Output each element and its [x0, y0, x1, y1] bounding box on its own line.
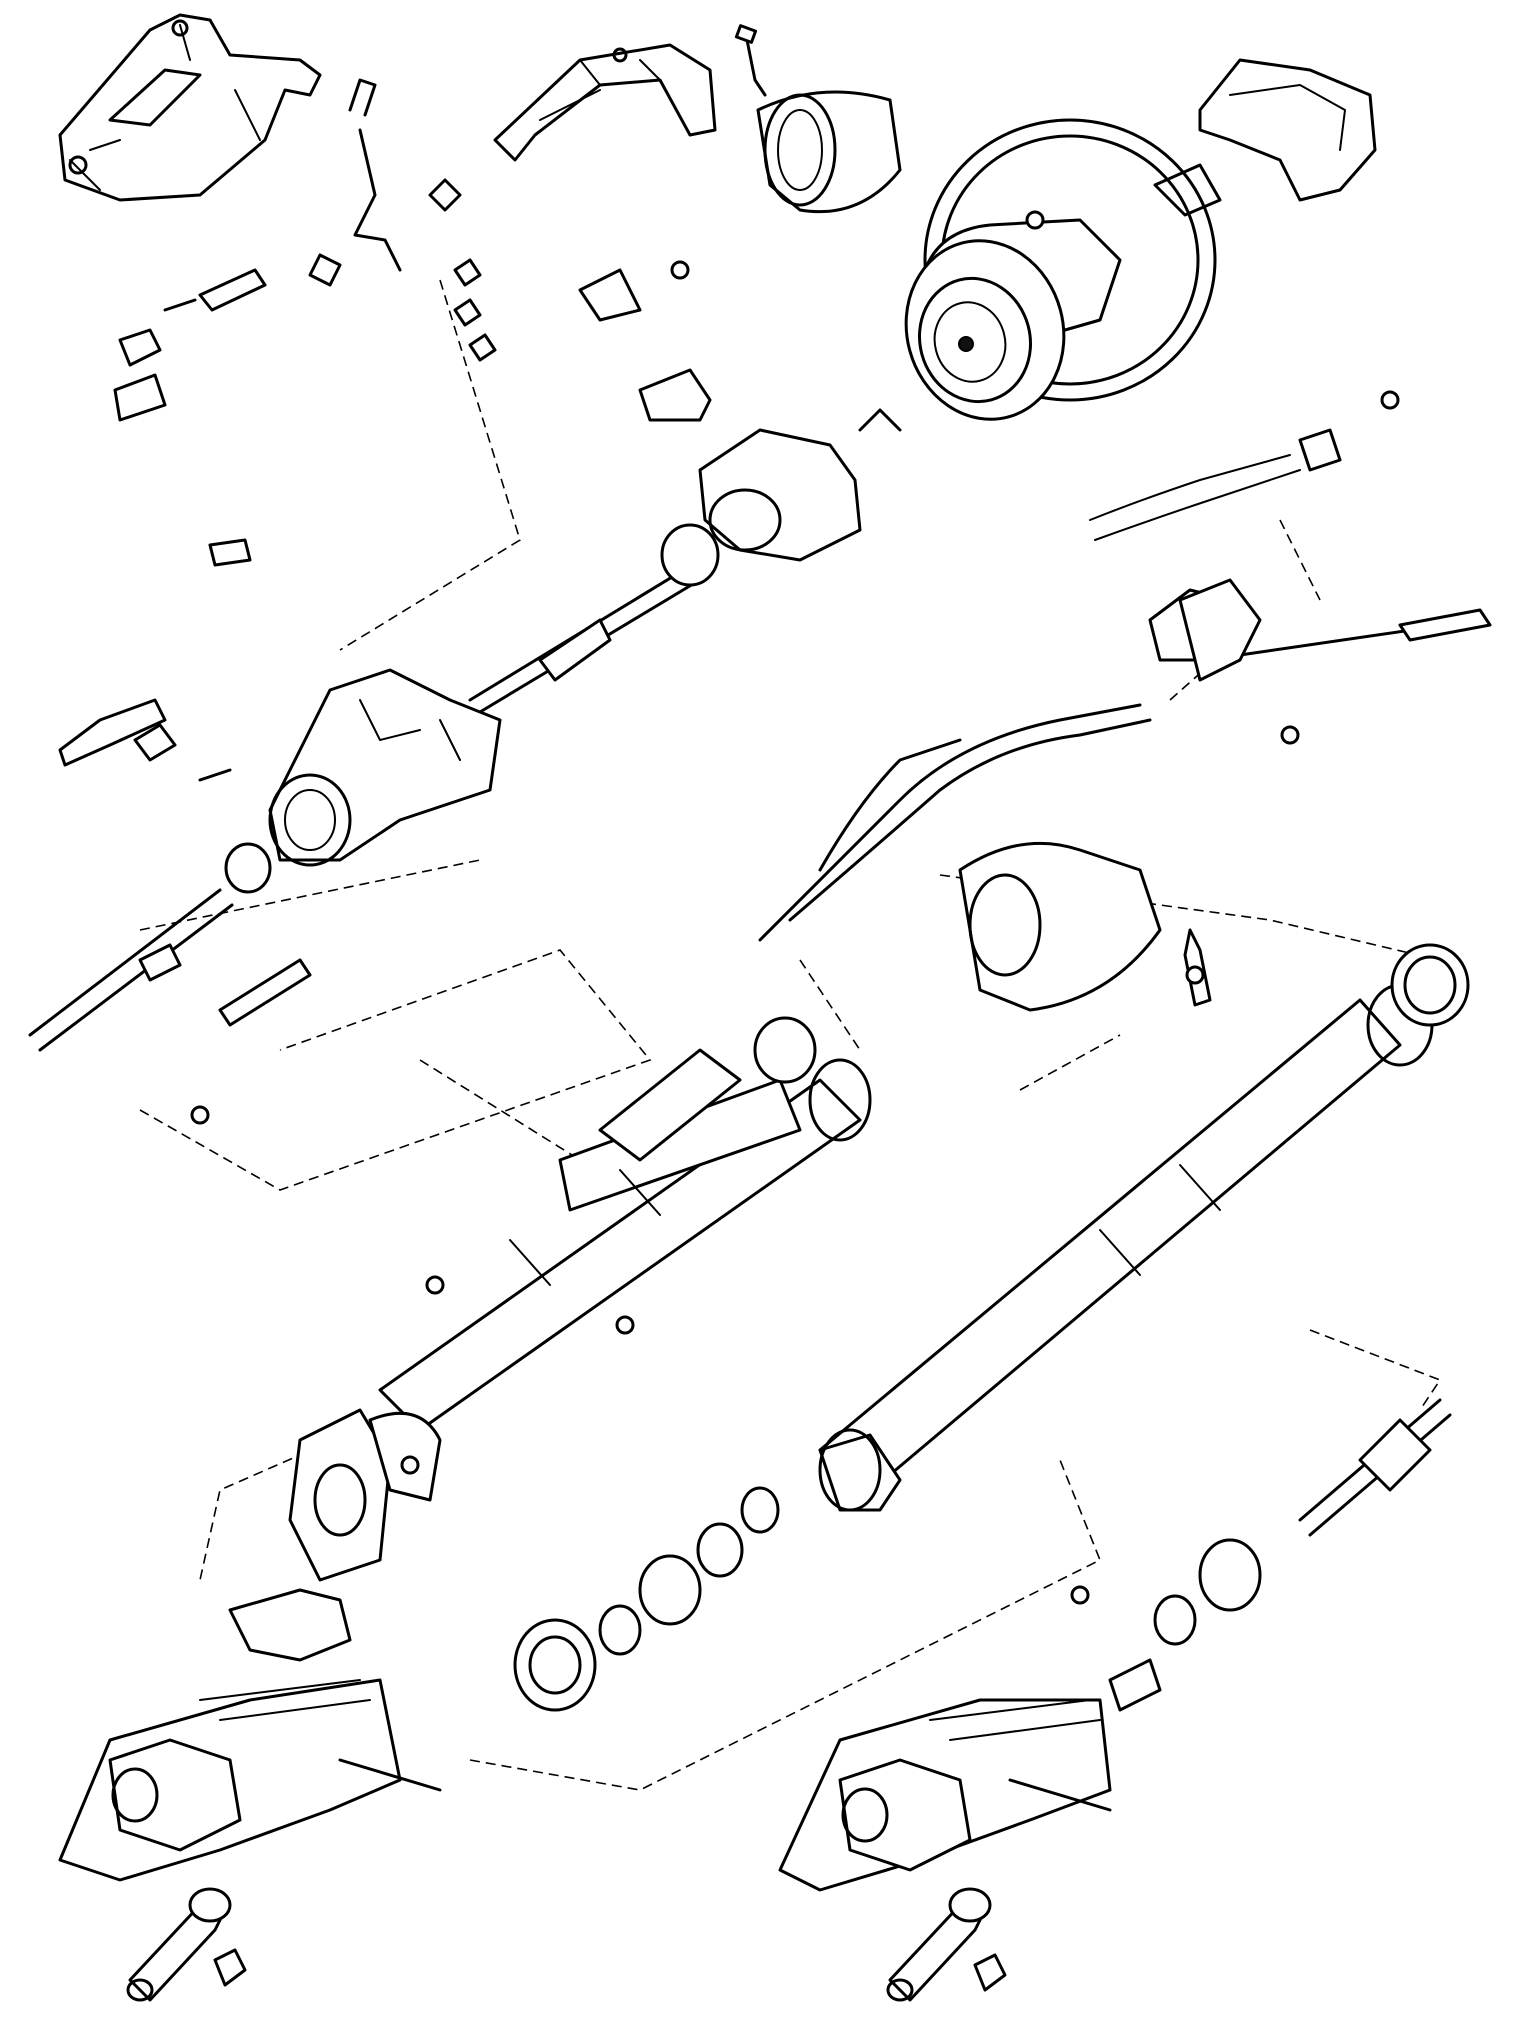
horn-pad: [1153, 58, 1377, 217]
steering-gear-right: [778, 1698, 1112, 1892]
cover-ring: [734, 24, 902, 214]
steering-wheel: [904, 118, 1217, 421]
upper-shroud: [493, 43, 717, 162]
column-jacket-tilt: [378, 1016, 872, 1432]
turn-signal-lever: [1178, 578, 1492, 682]
pitman-arm-right: [886, 1887, 1007, 2002]
column-support-bracket: [58, 13, 322, 202]
lower-shroud: [958, 841, 1212, 1012]
shift-lever-parts: [58, 538, 252, 782]
universal-joint: [1108, 1398, 1452, 1712]
pitman-arm-left: [126, 1887, 247, 2002]
lock-actuator-parts: [113, 78, 497, 422]
fasteners: [190, 210, 1400, 1605]
lock-cylinder-housing: [224, 668, 502, 894]
bearing-assembly: [513, 1486, 780, 1712]
steering-gear-left: [58, 1588, 442, 1882]
ignition-switch-assembly: [578, 268, 902, 562]
column-flange: [288, 1408, 442, 1582]
steering-shaft: [28, 523, 720, 1052]
column-jacket-fixed: [818, 943, 1470, 1512]
